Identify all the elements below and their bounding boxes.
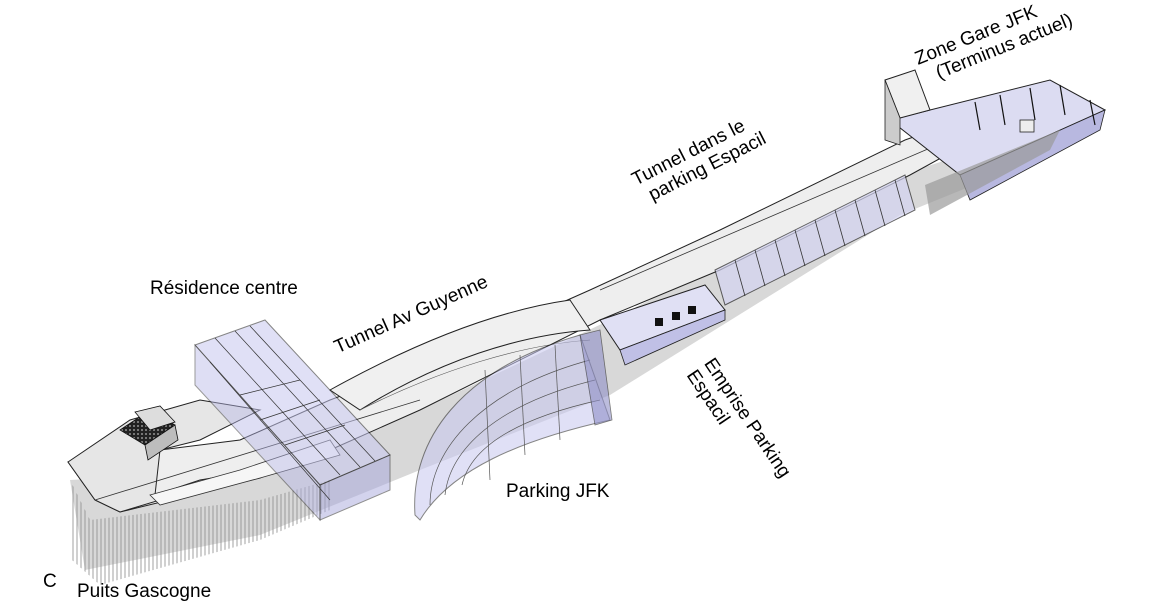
corridor-deck — [67, 107, 1011, 513]
residence-centre-block — [194, 319, 391, 522]
puits-machinery-box — [119, 405, 179, 461]
zone-gare-jfk-station — [884, 69, 1107, 215]
label-parking-jfk: Parking JFK — [506, 481, 610, 502]
emprise-parking-frame — [599, 284, 726, 366]
parking-jfk-vault — [414, 329, 613, 521]
tunnel-espacil-glazed-section — [714, 174, 916, 306]
label-corner-letter: C — [43, 571, 57, 592]
label-residence-centre: Résidence centre — [150, 278, 298, 299]
label-puits-gascogne: Puits Gascogne — [77, 581, 212, 602]
puits-gascogne-piles — [70, 480, 330, 585]
